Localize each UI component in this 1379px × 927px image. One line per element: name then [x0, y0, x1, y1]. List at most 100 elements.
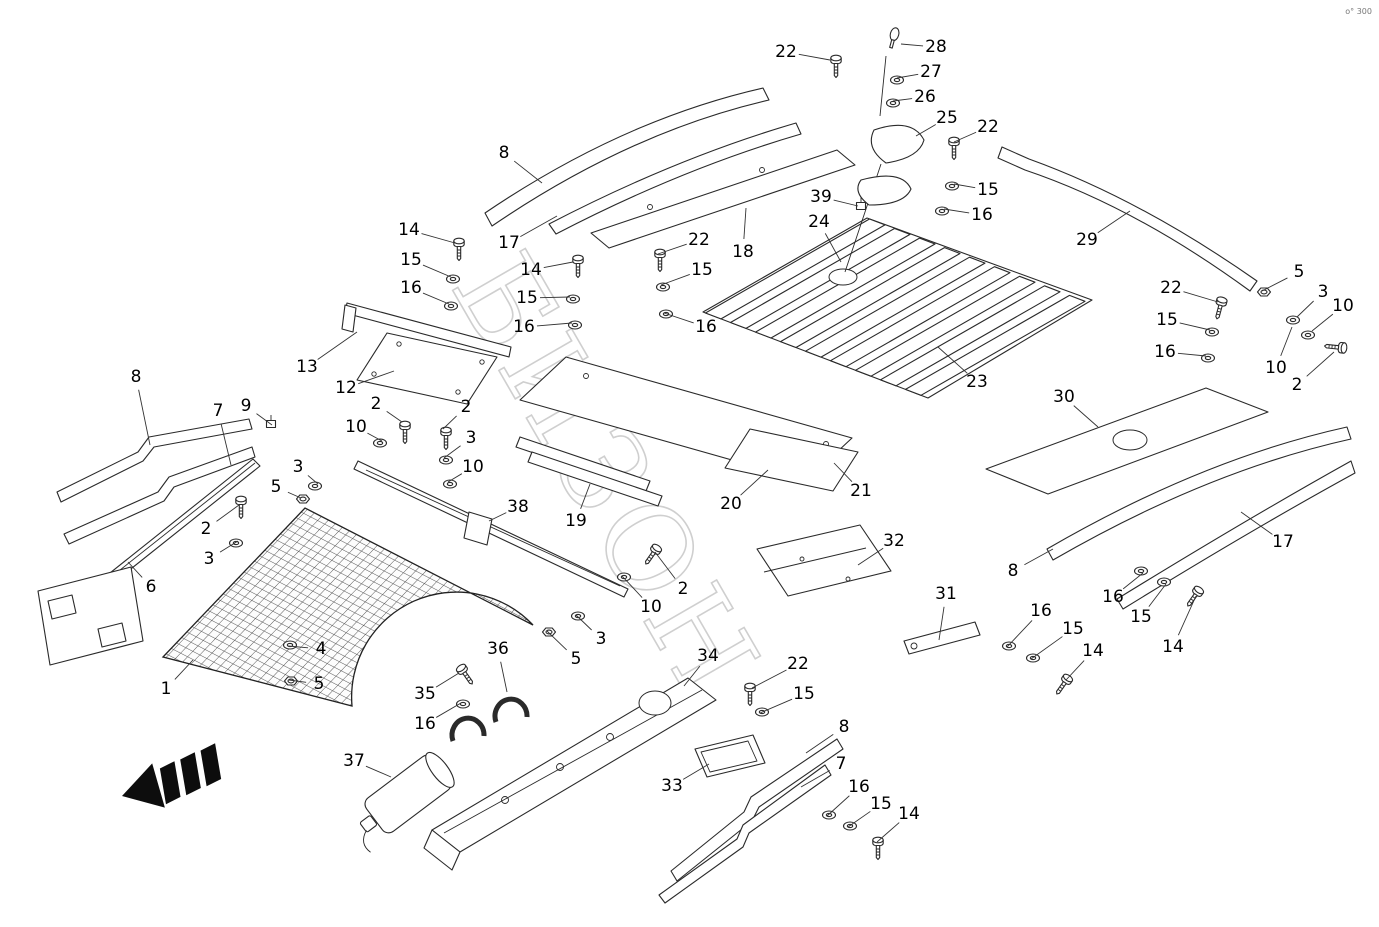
callout-3: 3	[204, 549, 215, 569]
callout-5: 5	[1294, 262, 1305, 282]
leader-line	[1280, 326, 1293, 357]
part-bolt	[1052, 672, 1075, 698]
leader-line	[953, 183, 976, 189]
leader-line	[1073, 405, 1099, 428]
strip-8-top	[484, 87, 770, 227]
leader-line	[367, 432, 383, 442]
strip-17-right	[1116, 460, 1356, 610]
louver-slat	[904, 294, 1086, 396]
leader-line	[575, 614, 592, 631]
callout-15: 15	[400, 250, 422, 270]
callout-3: 3	[293, 457, 304, 477]
callout-16: 16	[695, 317, 717, 337]
callout-20: 20	[720, 494, 742, 514]
leader-line	[127, 561, 143, 578]
leader-line	[892, 98, 913, 102]
callout-13: 13	[296, 357, 318, 377]
leader-line	[1261, 277, 1288, 292]
callout-3: 3	[596, 629, 607, 649]
corner-mark: о° 300	[1345, 7, 1372, 16]
leader-line	[876, 822, 900, 843]
leader-line	[520, 215, 558, 238]
callout-8: 8	[499, 143, 510, 163]
part-washer	[1200, 353, 1216, 363]
strip-17-top	[548, 122, 802, 235]
leader-line	[539, 296, 571, 299]
callout-5: 5	[571, 649, 582, 669]
leader-line	[1122, 572, 1144, 590]
carrier-34	[423, 677, 717, 871]
clamp-36b	[492, 696, 530, 723]
leader-line	[953, 131, 977, 143]
part-bolt	[235, 495, 247, 520]
blade-25	[870, 124, 925, 164]
leader-line	[543, 261, 574, 269]
leader-line	[1024, 548, 1054, 566]
callout-38: 38	[507, 497, 529, 517]
louver-slat	[779, 247, 961, 349]
leader-line	[358, 370, 395, 385]
callout-14: 14	[398, 220, 420, 240]
callout-10: 10	[462, 457, 484, 477]
part-nut	[1256, 287, 1272, 297]
leader-line	[138, 389, 151, 446]
leader-line	[1240, 511, 1273, 535]
leader-line	[751, 669, 787, 689]
leader-line	[443, 445, 461, 459]
callout-2: 2	[371, 394, 382, 414]
part-nut	[541, 627, 557, 637]
callout-18: 18	[732, 242, 754, 262]
panel-21	[724, 428, 859, 492]
part-bolt	[572, 254, 584, 279]
callout-21: 21	[850, 481, 872, 501]
leader-line	[447, 473, 463, 483]
leader-line	[174, 659, 194, 680]
bracket-19	[515, 436, 663, 507]
callout-10: 10	[640, 597, 662, 617]
part-washer	[616, 572, 632, 582]
part-washer	[307, 481, 323, 491]
callout-23: 23	[966, 372, 988, 392]
part-bolt	[453, 237, 465, 262]
callout-2: 2	[201, 519, 212, 539]
callout-22: 22	[775, 42, 797, 62]
callout-2: 2	[678, 579, 689, 599]
leader-line	[580, 483, 591, 510]
callout-15: 15	[870, 794, 892, 814]
part-washer	[934, 206, 950, 216]
part-bolt	[744, 682, 756, 707]
part-washer	[438, 455, 454, 465]
direction-arrow-icon	[122, 743, 222, 808]
part-nut	[295, 494, 311, 504]
strip-8-left	[56, 418, 253, 503]
leader-line	[798, 53, 831, 61]
leader-line	[435, 672, 460, 688]
callout-30: 30	[1053, 387, 1075, 407]
callout-15: 15	[516, 288, 538, 308]
callout-14: 14	[520, 260, 542, 280]
part-washer	[1156, 577, 1172, 587]
callout-28: 28	[925, 37, 947, 57]
part-washer	[282, 640, 298, 650]
panel-32	[756, 524, 892, 597]
leader-line	[937, 346, 968, 374]
leader-line	[683, 665, 701, 687]
leader-line	[220, 423, 232, 466]
callout-22: 22	[688, 230, 710, 250]
callout-29: 29	[1076, 230, 1098, 250]
callout-15: 15	[1130, 607, 1152, 627]
leader-line	[847, 811, 871, 828]
strip-31	[903, 621, 981, 655]
part-washer	[570, 611, 586, 621]
rail-19	[353, 460, 629, 598]
leader-line	[216, 504, 240, 522]
clamp-36a	[449, 715, 487, 742]
callout-19: 19	[565, 511, 587, 531]
callout-12: 12	[335, 378, 357, 398]
callout-16: 16	[1102, 587, 1124, 607]
callout-5: 5	[271, 477, 282, 497]
callout-22: 22	[1160, 278, 1182, 298]
leader-line	[287, 491, 302, 499]
